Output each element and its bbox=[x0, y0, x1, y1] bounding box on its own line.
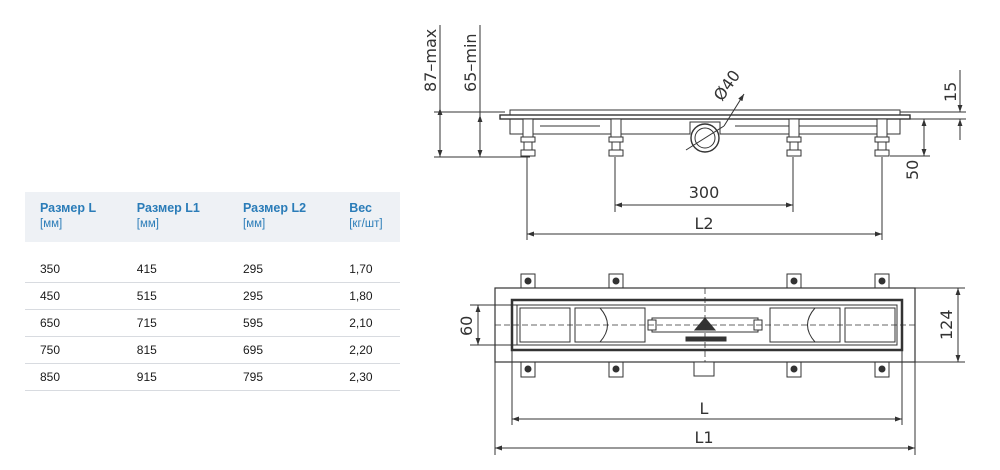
flange bbox=[499, 114, 911, 120]
table-cell: 750 bbox=[25, 336, 122, 364]
dim-65min-label: 65–min bbox=[461, 33, 480, 92]
top-view bbox=[470, 273, 965, 455]
outlet-stub bbox=[693, 361, 715, 377]
dim-15-label: 15 bbox=[941, 82, 960, 102]
table-cell: 295 bbox=[228, 282, 335, 310]
dim-87max-label: 87–max bbox=[421, 29, 440, 92]
table-row: 750 815 695 2,20 bbox=[25, 336, 400, 364]
col-header-weight: Вес[кг/шт] bbox=[334, 192, 400, 242]
spec-table: Размер L[мм] Размер L1[мм] Размер L2[мм]… bbox=[25, 192, 400, 391]
leveling-foot bbox=[520, 118, 536, 157]
mounting-tab bbox=[786, 360, 802, 378]
grate-curve bbox=[807, 307, 816, 343]
unit-label: [кг/шт] bbox=[349, 218, 383, 230]
table-cell: 650 bbox=[25, 309, 122, 337]
unit-label: [мм] bbox=[40, 218, 63, 230]
table-row: 850 915 795 2,30 bbox=[25, 363, 400, 391]
dim-L1-label: L1 bbox=[694, 428, 713, 447]
table-cell: 715 bbox=[121, 309, 228, 337]
mounting-tab bbox=[520, 360, 536, 378]
table-row: 350 415 295 1,70 bbox=[25, 242, 400, 283]
table-row: 650 715 595 2,10 bbox=[25, 309, 400, 337]
table-cell: 515 bbox=[121, 282, 228, 310]
dim-L-label: L bbox=[700, 399, 709, 418]
diameter-leader bbox=[723, 93, 745, 127]
dim-diameter-label: Ø40 bbox=[710, 66, 744, 104]
dim-124-label: 124 bbox=[937, 309, 956, 340]
table-cell: 1,70 bbox=[334, 242, 400, 283]
dim-300-label: 300 bbox=[689, 183, 720, 202]
dim-60-label: 60 bbox=[457, 316, 476, 336]
side-view bbox=[434, 25, 966, 240]
unit-label: [мм] bbox=[136, 218, 159, 230]
table-cell: 2,20 bbox=[334, 336, 400, 364]
mounting-tab bbox=[874, 273, 890, 291]
leveling-foot bbox=[874, 118, 890, 157]
table-row: 450 515 295 1,80 bbox=[25, 282, 400, 310]
table-header-row: Размер L[мм] Размер L1[мм] Размер L2[мм]… bbox=[25, 192, 400, 242]
unit-label: [мм] bbox=[243, 218, 266, 230]
dim-50-label: 50 bbox=[903, 160, 922, 180]
col-header-L1: Размер L1[мм] bbox=[122, 192, 228, 242]
grate-plate bbox=[509, 109, 901, 116]
table-cell: 695 bbox=[228, 336, 335, 364]
leveling-foot bbox=[786, 118, 802, 157]
outlet-pipe-inner bbox=[694, 127, 716, 149]
leveling-foot bbox=[608, 118, 624, 157]
table-cell: 415 bbox=[121, 242, 228, 283]
table-cell: 295 bbox=[228, 242, 335, 283]
col-header-L2: Размер L2[мм] bbox=[228, 192, 334, 242]
channel-body bbox=[509, 119, 901, 135]
outlet-bar bbox=[685, 336, 727, 342]
table-cell: 815 bbox=[121, 336, 228, 364]
table-cell: 595 bbox=[228, 309, 335, 337]
mounting-tab bbox=[608, 273, 624, 291]
mounting-tab bbox=[608, 360, 624, 378]
diameter-line bbox=[685, 125, 725, 151]
table-cell: 1,80 bbox=[334, 282, 400, 310]
table-cell: 795 bbox=[228, 363, 335, 391]
table-cell: 2,10 bbox=[334, 309, 400, 337]
col-header-L: Размер L[мм] bbox=[25, 192, 122, 242]
table-cell: 915 bbox=[121, 363, 228, 391]
table-cell: 350 bbox=[25, 242, 122, 283]
dim-L2-label: L2 bbox=[694, 214, 713, 233]
mounting-tab bbox=[874, 360, 890, 378]
table-cell: 850 bbox=[25, 363, 122, 391]
table-cell: 2,30 bbox=[334, 363, 400, 391]
table-cell: 450 bbox=[25, 282, 122, 310]
